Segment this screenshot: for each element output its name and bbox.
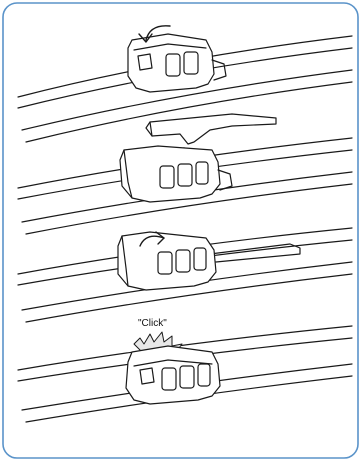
step-3-clip-body — [118, 232, 216, 290]
step-4-clip-body — [126, 346, 220, 404]
step-1-clip-body — [128, 34, 214, 92]
step-2-clip-body — [120, 146, 220, 202]
click-callout-label: "Click" — [138, 318, 167, 329]
